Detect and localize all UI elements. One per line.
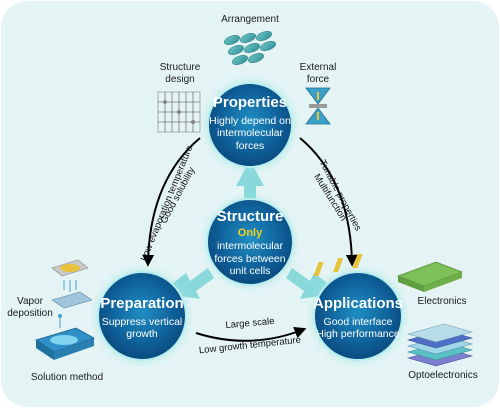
applications-circle	[313, 271, 403, 361]
arrow-properties-to-applications	[299, 137, 358, 267]
structure-highlight: Only	[237, 226, 263, 239]
arrangement-label: Arrangement	[221, 14, 279, 25]
preparation-subtitle: Suppress vertical growth	[101, 315, 183, 341]
electronics-icon	[313, 254, 464, 292]
electronics-label: Electronics	[417, 296, 467, 307]
vapor-deposition-icon	[51, 259, 93, 309]
optoelectronics-label: Optoelectronics	[408, 370, 478, 381]
external-force-icon	[305, 87, 331, 125]
structure-node: Structure Only intermolecular forces bet…	[205, 208, 295, 278]
arrangement-icon	[224, 31, 276, 65]
properties-node: Properties Highly depend on intermolecul…	[208, 94, 292, 152]
applications-node: Applications Good interface High perform…	[312, 295, 404, 341]
applications-subtitle: Good interface High performance	[316, 315, 400, 341]
arrow-properties-to-preparation	[142, 137, 201, 267]
structure-circle	[206, 198, 294, 286]
connector-up-arrow	[236, 160, 264, 205]
structure-subtitle: intermolecular forces between unit cells	[214, 240, 286, 278]
optoelectronics-icon	[406, 323, 474, 367]
solution-method-label: Solution method	[30, 372, 104, 383]
structure-title: Structure	[216, 208, 284, 225]
arrow-preparation-to-applications	[195, 326, 307, 342]
properties-subtitle: Highly depend on intermolecular forces	[209, 114, 291, 152]
structure-design-label: Structure design	[159, 62, 201, 85]
preparation-node: Preparation Suppress vertical growth	[98, 295, 186, 341]
properties-title: Properties	[212, 94, 288, 111]
preparation-title: Preparation	[100, 295, 184, 312]
preparation-circle	[97, 271, 187, 361]
vapor-deposition-label: Vapor deposition	[7, 296, 53, 319]
applications-title: Applications	[312, 295, 403, 312]
external-force-label: External force	[299, 62, 337, 85]
structure-design-icon	[157, 91, 201, 133]
properties-circle	[207, 82, 293, 168]
solution-method-icon	[35, 314, 95, 360]
